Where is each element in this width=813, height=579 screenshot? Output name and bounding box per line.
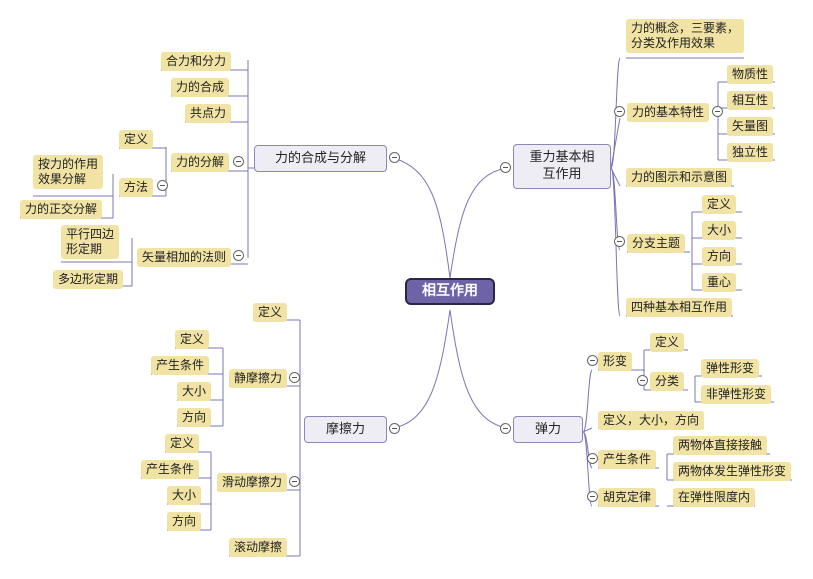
node-f-definition[interactable]: 定义 — [253, 303, 288, 322]
node-sliding[interactable]: 滑动摩擦力 — [217, 473, 288, 492]
node-static[interactable]: 静摩擦力 — [229, 369, 288, 388]
connector-elastic-deformation — [582, 369, 593, 433]
node-s-magnitude[interactable]: 大小 — [177, 382, 212, 401]
connector-friction-items — [217, 319, 300, 557]
node-g-magnitude[interactable]: 大小 — [702, 221, 737, 240]
collapse-icon-deformation[interactable] — [587, 355, 598, 366]
collapse-icon-friction[interactable] — [389, 423, 400, 434]
collapse-icon-static[interactable] — [289, 372, 300, 383]
node-def-size-dir[interactable]: 定义，大小，方向 — [598, 411, 705, 430]
connector-root-gravity — [449, 167, 507, 279]
collapse-icon-gravity[interactable] — [500, 162, 511, 173]
collapse-icon-elastic[interactable] — [500, 423, 511, 434]
node-contact[interactable]: 两物体直接接触 — [673, 436, 768, 455]
node-k-magnitude[interactable]: 大小 — [167, 486, 202, 505]
connector-method-spine — [33, 174, 114, 218]
collapse-icon-condition[interactable] — [587, 453, 598, 464]
node-g-direction[interactable]: 方向 — [702, 247, 737, 266]
collapse-icon-decomposition[interactable] — [233, 156, 244, 167]
connector-root-friction — [393, 309, 451, 429]
collapse-icon-method[interactable] — [157, 180, 168, 191]
node-e-definition[interactable]: 定义 — [650, 333, 685, 352]
connector-elastic-hooke — [582, 431, 593, 507]
node-resultant[interactable]: 合力和分力 — [161, 52, 232, 71]
node-s-definition[interactable]: 定义 — [175, 330, 210, 349]
node-k-condition[interactable]: 产生条件 — [141, 460, 200, 479]
connector-root-elastic — [449, 309, 507, 429]
node-inelastic-def[interactable]: 非弹性形变 — [701, 385, 772, 404]
node-decomposition[interactable]: 力的分解 — [171, 153, 230, 172]
node-condition[interactable]: 产生条件 — [598, 450, 657, 469]
node-hooke[interactable]: 胡克定律 — [598, 488, 657, 507]
node-polygon[interactable]: 多边形定期 — [53, 270, 124, 289]
collapse-icon-properties-children[interactable] — [712, 106, 723, 117]
connector-root-synthesis — [393, 157, 451, 279]
node-limit[interactable]: 在弹性限度内 — [673, 488, 756, 507]
node-decomp-definition[interactable]: 定义 — [119, 130, 154, 149]
node-method[interactable]: 方法 — [119, 178, 154, 197]
node-material[interactable]: 物质性 — [727, 65, 774, 84]
collapse-icon-hooke[interactable] — [587, 491, 598, 502]
node-diagram[interactable]: 力的图示和示意图 — [626, 168, 733, 187]
branch-friction[interactable]: 摩擦力 — [304, 416, 387, 443]
node-parallelogram[interactable]: 平行四边形定期 — [61, 225, 119, 259]
node-by-effect[interactable]: 按力的作用效果分解 — [33, 155, 103, 189]
node-g-definition[interactable]: 定义 — [702, 195, 737, 214]
node-four-basic[interactable]: 四种基本相互作用 — [626, 298, 733, 317]
node-vector[interactable]: 矢量图 — [727, 117, 774, 136]
node-orthogonal[interactable]: 力的正交分解 — [20, 200, 103, 219]
node-s-direction[interactable]: 方向 — [177, 408, 212, 427]
node-classification[interactable]: 分类 — [650, 372, 685, 391]
node-vector-law[interactable]: 矢量相加的法则 — [137, 248, 232, 267]
node-mutual[interactable]: 相互性 — [727, 91, 774, 110]
node-concept[interactable]: 力的概念，三要素，分类及作用效果 — [626, 19, 744, 53]
node-g-center[interactable]: 重心 — [702, 273, 737, 292]
collapse-icon-vector-law[interactable] — [233, 250, 244, 261]
branch-gravity[interactable]: 重力基本相互作用 — [513, 144, 611, 189]
node-deformation[interactable]: 形变 — [598, 352, 633, 371]
node-s-condition[interactable]: 产生条件 — [151, 356, 210, 375]
node-k-direction[interactable]: 方向 — [167, 512, 202, 531]
node-rolling[interactable]: 滚动摩擦 — [229, 538, 288, 557]
connector-elastic-def-size — [582, 427, 593, 433]
collapse-icon-classification[interactable] — [637, 375, 648, 386]
collapse-icon-topic[interactable] — [614, 236, 625, 247]
branch-force-synthesis[interactable]: 力的合成与分解 — [254, 145, 387, 172]
node-k-definition[interactable]: 定义 — [165, 434, 200, 453]
node-composition[interactable]: 力的合成 — [171, 78, 230, 97]
collapse-icon-synthesis[interactable] — [389, 152, 400, 163]
connector-vector-spine — [61, 238, 133, 286]
branch-elastic[interactable]: 弹力 — [513, 416, 583, 443]
connector-gravity-properties — [610, 117, 621, 169]
node-elastic-def[interactable]: 弹性形变 — [701, 359, 760, 378]
node-deform[interactable]: 两物体发生弹性形变 — [673, 462, 792, 481]
root-node[interactable]: 相互作用 — [405, 278, 495, 305]
collapse-icon-properties[interactable] — [614, 106, 625, 117]
node-properties[interactable]: 力的基本特性 — [627, 103, 710, 122]
node-independent[interactable]: 独立性 — [727, 143, 774, 162]
node-topic[interactable]: 分支主题 — [627, 234, 686, 253]
collapse-icon-sliding[interactable] — [289, 476, 300, 487]
node-concurrent[interactable]: 共点力 — [185, 104, 232, 123]
